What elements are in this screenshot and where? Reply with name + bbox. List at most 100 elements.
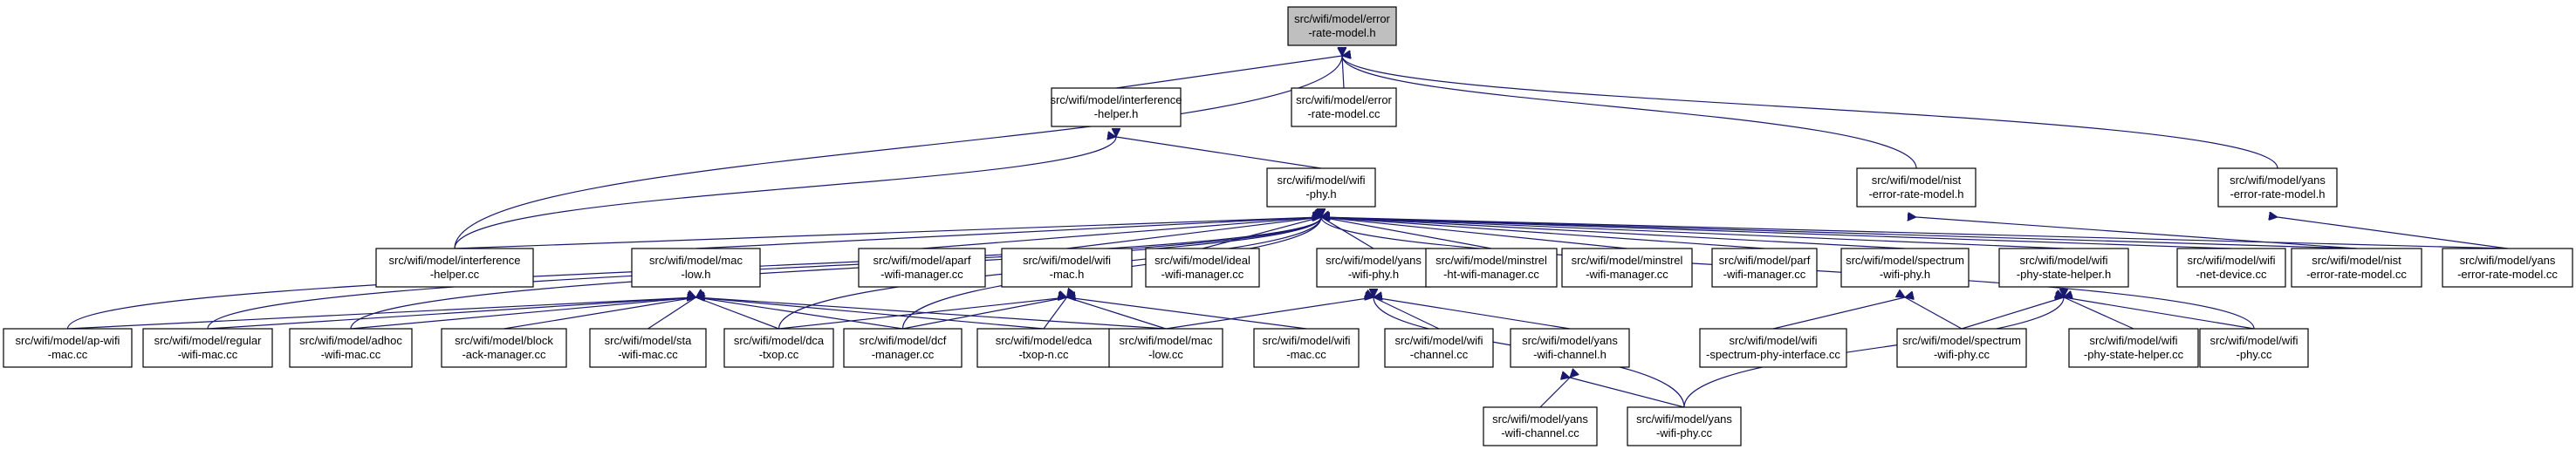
node-minstrel[interactable]: src/wifi/model/minstrel-wifi-manager.cc (1561, 248, 1693, 288)
node-label-line: -txop.cc (759, 348, 799, 361)
node-label-line: -error-rate-model.cc (2457, 268, 2558, 281)
node-label-line: -wifi-phy.cc (1656, 426, 1713, 439)
node-label-line: src/wifi/model/dcf (860, 334, 947, 347)
edge-interference-h-to-root (1115, 56, 1342, 89)
node-dca[interactable]: src/wifi/model/dca-txop.cc (723, 328, 834, 368)
edge-wifi-phy-h-to-interference-h (1116, 137, 1322, 169)
node-label-line: src/wifi/model/nist (1872, 174, 1962, 187)
node-wifi-mac-h[interactable]: src/wifi/model/wifi-mac.h (1001, 248, 1133, 288)
node-box (1253, 328, 1360, 368)
node-label-line: -wifi-channel.cc (1501, 426, 1579, 439)
node-label-line: -mac.cc (48, 348, 88, 361)
node-label-line: src/wifi/model/yans (1492, 412, 1588, 426)
node-yans-err-cc[interactable]: src/wifi/model/yans-error-rate-model.cc (2442, 248, 2573, 288)
node-box (2199, 328, 2309, 368)
node-label-line: src/wifi/model/wifi (1262, 334, 1350, 347)
edge-dca-to-mac-low-h (696, 297, 779, 330)
node-label-line: src/wifi/model/error (1296, 93, 1392, 106)
node-label-line: src/wifi/model/mac (1120, 334, 1213, 347)
node-label-line: src/wifi/model/wifi (2019, 254, 2107, 267)
edge-block-to-mac-low-h (504, 297, 696, 330)
edge-regular-to-mac-low-h (207, 297, 696, 330)
node-regular[interactable]: src/wifi/model/regular-wifi-mac.cc (142, 328, 273, 368)
node-mac-low-cc[interactable]: src/wifi/model/mac-low.cc (1108, 328, 1223, 368)
edge-edca-to-mac-low-h (696, 297, 1045, 330)
node-label-line: src/wifi/model/interference (389, 254, 521, 267)
node-ideal[interactable]: src/wifi/model/ideal-wifi-manager.cc (1145, 248, 1260, 288)
node-aparf[interactable]: src/wifi/model/aparf-wifi-manager.cc (858, 248, 986, 288)
node-box (2442, 248, 2573, 288)
edge-yans-err-cc-to-yans-err-h (2278, 217, 2508, 249)
edge-spectrum-h-to-wifi-phy-h (1321, 217, 1906, 249)
node-yans-phy-h[interactable]: src/wifi/model/yans-wifi-phy.h (1316, 248, 1431, 288)
node-box (142, 328, 273, 368)
node-state-h[interactable]: src/wifi/model/wifi-phy-state-helper.h (1998, 248, 2129, 288)
node-box (1001, 248, 1133, 288)
node-edca[interactable]: src/wifi/model/edca-txop-n.cc (976, 328, 1111, 368)
node-label-line: -rate-model.h (1308, 26, 1375, 39)
node-box (1316, 248, 1431, 288)
node-label-line: -net-device.cc (2196, 268, 2267, 281)
node-net-device[interactable]: src/wifi/model/wifi-net-device.cc (2176, 248, 2286, 288)
node-box (1291, 87, 1397, 127)
node-label-line: -spectrum-phy-interface.cc (1706, 348, 1840, 361)
node-label-line: -phy.cc (2237, 348, 2272, 361)
node-label-line: -wifi-manager.cc (1161, 268, 1244, 281)
node-yans-phy-cc[interactable]: src/wifi/model/yans-wifi-phy.cc (1627, 406, 1742, 446)
node-label-line: src/wifi/model/wifi (2209, 334, 2298, 347)
node-spectrum-h[interactable]: src/wifi/model/spectrum-wifi-phy.h (1840, 248, 1970, 288)
node-dcf[interactable]: src/wifi/model/dcf-manager.cc (843, 328, 963, 368)
node-label-line: -error-rate-model.h (1868, 187, 1963, 201)
node-box (1627, 406, 1742, 446)
node-label-line: src/wifi/model/minstrel (1435, 254, 1547, 267)
node-yans-chan-h[interactable]: src/wifi/model/yans-wifi-channel.h (1510, 328, 1630, 368)
node-label-line: src/wifi/model/minstrel (1572, 254, 1683, 267)
node-label-line: -txop-n.cc (1018, 348, 1069, 361)
edge-ap-wifi-to-mac-low-h (67, 297, 696, 330)
edge-minstrel-ht-to-wifi-phy-h (1321, 217, 1492, 249)
node-box (2291, 248, 2422, 288)
edge-mac-low-h-to-wifi-phy-h (695, 217, 1322, 249)
node-label-line: -channel.cc (1410, 348, 1469, 361)
node-label-line: -mac.h (1050, 268, 1085, 281)
edge-ideal-to-wifi-phy-h (1202, 217, 1321, 249)
node-block[interactable]: src/wifi/model/block-ack-manager.cc (441, 328, 567, 368)
node-label-line: src/wifi/model/sta (605, 334, 692, 347)
node-nist-h[interactable]: src/wifi/model/nist-error-rate-model.h (1856, 167, 1977, 208)
node-yans-err-h[interactable]: src/wifi/model/yans-error-rate-model.h (2217, 167, 2338, 208)
node-adhoc[interactable]: src/wifi/model/adhoc-wifi-mac.cc (289, 328, 413, 368)
node-box (1856, 167, 1977, 208)
node-minstrel-ht[interactable]: src/wifi/model/minstrel-ht-wifi-manager.… (1425, 248, 1558, 288)
node-box (589, 328, 707, 368)
node-label-line: src/wifi/model/adhoc (299, 334, 402, 347)
node-box (1699, 328, 1847, 368)
node-label-line: -wifi-phy.h (1880, 268, 1930, 281)
node-box (1384, 328, 1494, 368)
node-spectrum-cc[interactable]: src/wifi/model/spectrum-wifi-phy.cc (1896, 328, 2027, 368)
edge-error-cc-to-root (1342, 56, 1344, 89)
node-box (441, 328, 567, 368)
node-sta[interactable]: src/wifi/model/sta-wifi-mac.cc (589, 328, 707, 368)
node-wifi-mac-cc[interactable]: src/wifi/model/wifi-mac.cc (1253, 328, 1360, 368)
node-interference-h[interactable]: src/wifi/model/interference-helper.h (1051, 87, 1182, 127)
node-mac-low-h[interactable]: src/wifi/model/mac-low.h (631, 248, 761, 288)
edge-wifi-mac-cc-to-wifi-mac-h (1067, 297, 1307, 330)
node-error-cc[interactable]: src/wifi/model/error-rate-model.cc (1291, 87, 1397, 127)
node-box (1896, 328, 2027, 368)
node-interference-cc[interactable]: src/wifi/model/interference-helper.cc (375, 248, 534, 288)
node-parf[interactable]: src/wifi/model/parf-wifi-manager.cc (1711, 248, 1818, 288)
node-yans-chan-cc[interactable]: src/wifi/model/yans-wifi-channel.cc (1483, 406, 1598, 446)
node-root[interactable]: src/wifi/model/error-rate-model.h (1287, 6, 1397, 46)
node-wifi-channel[interactable]: src/wifi/model/wifi-channel.cc (1384, 328, 1494, 368)
node-state-cc[interactable]: src/wifi/model/wifi-phy-state-helper.cc (2068, 328, 2199, 368)
node-label-line: src/wifi/model/wifi (2187, 254, 2275, 267)
node-spectrum-iface[interactable]: src/wifi/model/wifi-spectrum-phy-interfa… (1699, 328, 1847, 368)
edge-interference-cc-to-wifi-phy-h (454, 217, 1321, 249)
node-ap-wifi[interactable]: src/wifi/model/ap-wifi-mac.cc (3, 328, 133, 368)
node-box (1510, 328, 1630, 368)
node-box (375, 248, 534, 288)
node-label-line: src/wifi/model/edca (996, 334, 1093, 347)
node-wifi-phy-cc[interactable]: src/wifi/model/wifi-phy.cc (2199, 328, 2309, 368)
node-nist-cc[interactable]: src/wifi/model/nist-error-rate-model.cc (2291, 248, 2422, 288)
node-wifi-phy-h[interactable]: src/wifi/model/wifi-phy.h (1266, 167, 1376, 208)
